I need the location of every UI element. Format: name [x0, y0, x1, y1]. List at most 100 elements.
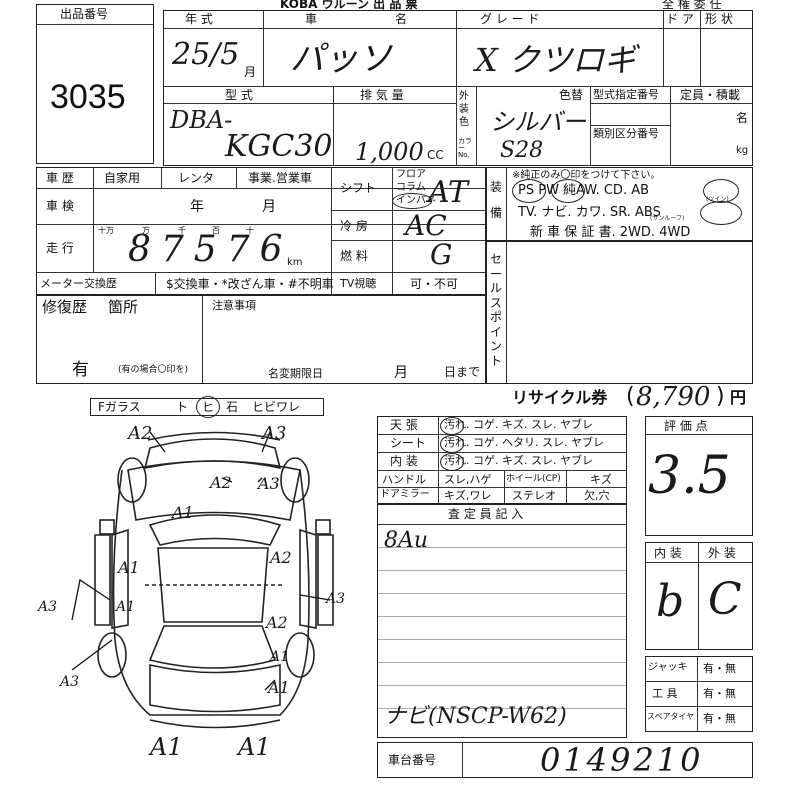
rating-value: 3.5	[648, 446, 731, 506]
form-title: KOBA ウルーン 出 品 票	[280, 0, 418, 11]
mileage-label: 走 行	[46, 241, 74, 255]
meter-change-label: メーター交換歴	[40, 277, 117, 290]
exterior-color-label: 外装色	[459, 91, 469, 128]
repair-history-label: 修復歴	[42, 298, 88, 316]
damage-mark: A1	[270, 649, 290, 665]
sale-point-label: セールスポイント	[490, 252, 503, 368]
model-type-value-1: DBA-	[170, 106, 233, 134]
repair-note: (有の場合〇印を)	[118, 365, 189, 375]
jack-label: ジャッキ	[648, 662, 688, 673]
damage-mark: A3	[326, 591, 346, 607]
spare-tire-label: スペアタイヤ	[647, 712, 695, 721]
inspection-year: 年	[190, 199, 204, 215]
equipment-note: ※純正のみ〇印をつけて下さい。	[512, 170, 661, 181]
wheel-option: キズ	[590, 473, 612, 486]
condition-table	[377, 416, 627, 504]
chassis-box	[377, 742, 753, 778]
lot-number-value: 3035	[50, 78, 126, 116]
glass-front: Fガラス	[98, 400, 141, 414]
repair-box	[36, 295, 486, 384]
mirror-label: ドアミラー	[380, 489, 430, 500]
inspector-box	[377, 504, 627, 738]
glass-to: ト	[176, 400, 189, 414]
inspector-memo: 8Au	[384, 528, 429, 553]
recycle-unit: 円	[730, 388, 747, 407]
ceiling-options: 汚れ. コゲ. キズ. スレ. ヤブレ	[444, 418, 593, 431]
recycle-label: リサイクル券	[512, 388, 608, 407]
damage-mark: A3	[262, 423, 287, 444]
vehicle-info-grid	[163, 10, 753, 166]
equipment-line-2-small: (サンルーフ)	[650, 215, 685, 222]
color-value: シルバー	[490, 108, 586, 136]
mileage-value: 87576	[128, 229, 293, 270]
fuel-label: 燃 料	[340, 249, 368, 263]
fuel-value: G	[430, 238, 453, 271]
damage-mark: A1	[238, 733, 271, 761]
stereo-option: 欠,穴	[584, 489, 610, 502]
year-label: 年 式	[185, 12, 213, 26]
year-month-unit: 月	[244, 65, 257, 79]
glass-stone: 石	[226, 400, 239, 414]
inspection-label: 車 検	[46, 199, 74, 213]
ac-label: 冷 房	[340, 219, 368, 233]
seat-label: シート	[390, 436, 427, 450]
repair-value: 有	[72, 360, 89, 380]
color-number-value: S28	[500, 138, 544, 163]
car-name-value: パッソ	[290, 39, 392, 79]
spare-tire-value: 有・無	[703, 712, 736, 725]
chassis-value: 0149210	[540, 741, 704, 779]
capacity-person-unit: 名	[736, 111, 749, 125]
ceiling-label: 天 張	[390, 418, 418, 432]
shift-value: AT	[428, 175, 469, 210]
shift-floor: フロア	[396, 169, 426, 180]
year-value: 25/5	[172, 37, 240, 72]
tv-value: 可・不可	[410, 277, 459, 291]
damage-mark: A2	[210, 473, 232, 492]
exterior-grade-value: C	[708, 574, 742, 625]
damage-mark: A2	[270, 548, 292, 567]
model-designation-label: 型式指定番号	[593, 88, 659, 101]
grade-label: グ レ ー ド	[480, 12, 540, 26]
history-rental[interactable]: レンタ	[178, 171, 215, 185]
color-change-label: 色替	[559, 88, 584, 102]
stereo-label: ステレオ	[512, 489, 556, 502]
exterior-grade-label: 外 装	[708, 546, 736, 560]
digit-100: 百	[212, 226, 220, 235]
seat-options: 汚れ. コゲ. ヘタリ. スレ. ヤブレ	[444, 436, 604, 449]
interior-label: 内 装	[390, 454, 418, 468]
shift-column: コラム	[396, 182, 426, 193]
model-type-label: 型 式	[225, 88, 253, 102]
wheel-label: ホイール(CP)	[506, 474, 561, 484]
mileage-unit: km	[287, 257, 303, 268]
history-label: 車 歴	[46, 171, 74, 185]
interior-options: 汚れ. コゲ. キズ. スレ. ヤブレ	[444, 454, 593, 467]
deadline-month: 月	[394, 365, 408, 381]
damage-mark: A1	[116, 599, 136, 615]
history-private[interactable]: 自家用	[104, 171, 141, 185]
inspector-label: 査 定 員 記 入	[448, 507, 524, 521]
color-number-label: カラーNo.	[458, 137, 472, 159]
recycle-paren-close: )	[716, 384, 725, 409]
tools-label: 工 具	[652, 687, 678, 700]
interior-grade-label: 内 装	[654, 546, 682, 560]
damage-mark: A3	[258, 474, 280, 493]
capacity-kg-unit: kg	[736, 145, 749, 156]
shape-label: 形 状	[705, 12, 733, 26]
history-commercial[interactable]: 事業.営業車	[248, 171, 312, 185]
ac-value: AC	[405, 209, 447, 242]
mirror-options: キズ,ワレ	[444, 489, 492, 502]
inspector-navi: ナビ(NSCP-W62)	[384, 704, 567, 729]
handle-label: ハンドル	[382, 473, 426, 486]
lot-number-label: 出品番号	[60, 7, 109, 21]
digit-10k: 万	[142, 226, 150, 235]
name-change-deadline-label: 名変期限日	[268, 367, 323, 380]
door-label: ド ア	[666, 12, 694, 26]
damage-mark: A1	[268, 678, 290, 697]
rating-label: 評 価 点	[664, 419, 708, 433]
damage-mark: A2	[266, 613, 288, 632]
deadline-day: 日まで	[444, 365, 481, 379]
meter-change-options: $交換車・*改ざん車・#不明車	[166, 277, 334, 291]
tools-value: 有・無	[703, 687, 736, 700]
grade-value: X クツロギ	[475, 41, 636, 79]
